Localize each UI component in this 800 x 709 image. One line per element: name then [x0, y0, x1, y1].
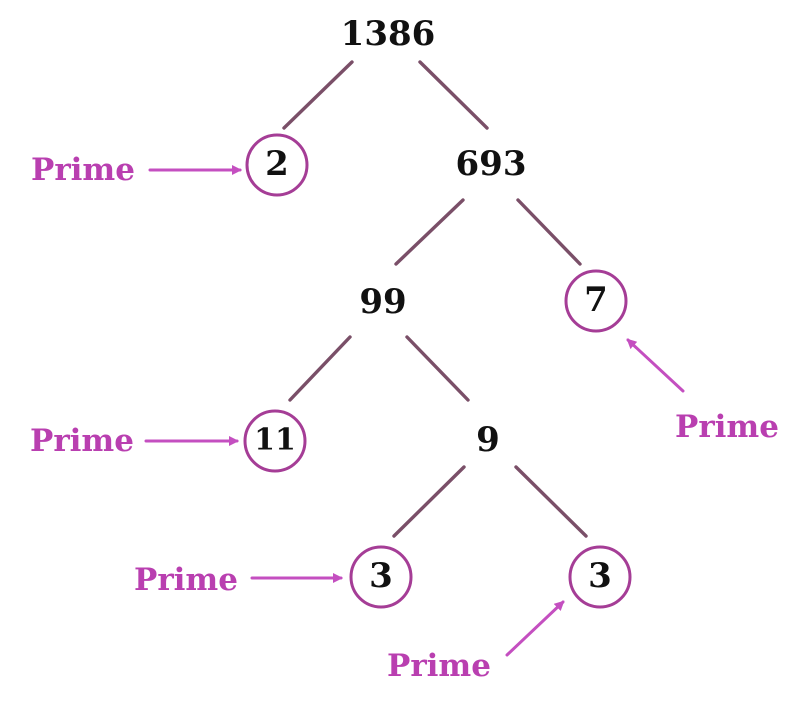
prime-labels: Prime Prime Prime Prime Prime	[30, 152, 779, 684]
node-3-right: 3	[588, 556, 612, 596]
tree-edges	[282, 60, 588, 538]
arrow-to-3-right	[505, 600, 565, 657]
prime-label-3-left: Prime	[134, 562, 238, 598]
edge-9-3-right	[514, 465, 588, 538]
prime-label-11: Prime	[30, 423, 134, 459]
circle-2	[245, 133, 309, 197]
node-9: 9	[476, 420, 500, 460]
node-1386: 1386	[341, 14, 436, 54]
prime-circles	[243, 133, 632, 609]
circle-3-left	[349, 545, 413, 609]
node-7: 7	[584, 280, 608, 320]
prime-label-7: Prime	[675, 409, 779, 445]
node-2: 2	[265, 144, 289, 184]
circle-11	[243, 409, 307, 473]
edge-693-7	[516, 198, 582, 266]
circle-7	[564, 269, 628, 333]
edge-1386-693	[418, 60, 489, 130]
prime-label-3-right: Prime	[387, 648, 491, 684]
tree-numbers: 1386 2 693 99 7 11 9 3 3	[254, 14, 612, 596]
edge-99-11	[288, 335, 352, 402]
edge-99-9	[405, 335, 470, 402]
circle-3-right	[568, 545, 632, 609]
edge-9-3-left	[392, 465, 466, 538]
prime-arrows	[144, 165, 685, 657]
node-99: 99	[359, 282, 406, 322]
arrow-to-7	[626, 338, 685, 393]
node-3-left: 3	[369, 556, 393, 596]
node-693: 693	[456, 144, 527, 184]
node-11: 11	[254, 423, 296, 458]
edge-1386-2	[282, 60, 354, 130]
edge-693-99	[394, 198, 465, 266]
prime-label-2: Prime	[31, 152, 135, 188]
